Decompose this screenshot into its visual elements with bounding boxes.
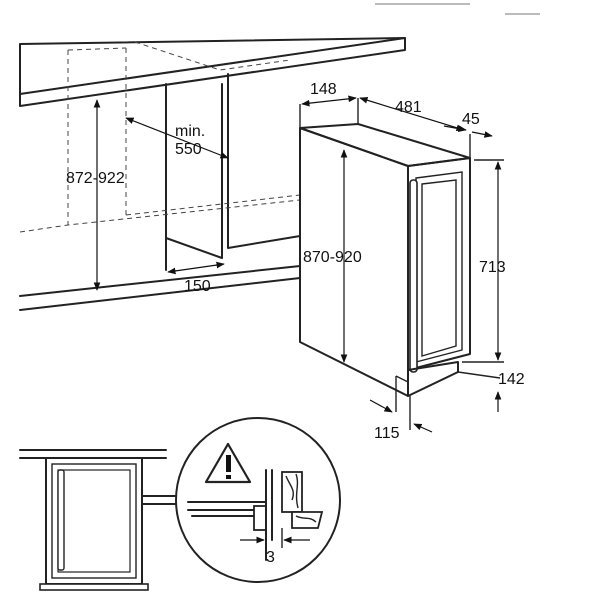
detail-gap-label: 3	[266, 549, 275, 566]
dim-cabinet-height: 713	[462, 159, 506, 363]
min-depth-prefix: min.	[175, 123, 205, 140]
door-thickness-label: 45	[462, 111, 480, 128]
appliance-height-label: 870-920	[303, 249, 362, 266]
niche-height-label: 872-922	[66, 170, 125, 187]
dim-ventilation: 150	[167, 261, 225, 295]
appliance-width-label: 148	[310, 81, 337, 98]
dim-plinth-height: 142	[457, 371, 525, 412]
dim-appliance-height: 870-920	[303, 149, 362, 363]
dim-niche-height: 872-922	[66, 99, 125, 291]
header-remnant	[375, 3, 540, 15]
front-view	[19, 449, 185, 591]
appliance	[299, 123, 471, 397]
ventilation-gap-label: 150	[184, 278, 211, 295]
wood-panel	[281, 471, 324, 529]
dim-appliance-top: 148 481 45	[299, 81, 493, 158]
dim-plinth-depth: 115	[369, 376, 433, 442]
min-depth-value: 550	[175, 141, 202, 158]
plinth-height-label: 142	[498, 371, 525, 388]
appliance-depth-label: 481	[395, 99, 422, 116]
warning-triangle-icon	[204, 442, 252, 484]
cabinet-height-label: 713	[479, 259, 506, 276]
dim-min-depth: min. 550	[125, 117, 229, 159]
plinth-depth-label: 115	[374, 425, 400, 442]
detail-circle: 3	[175, 417, 341, 583]
